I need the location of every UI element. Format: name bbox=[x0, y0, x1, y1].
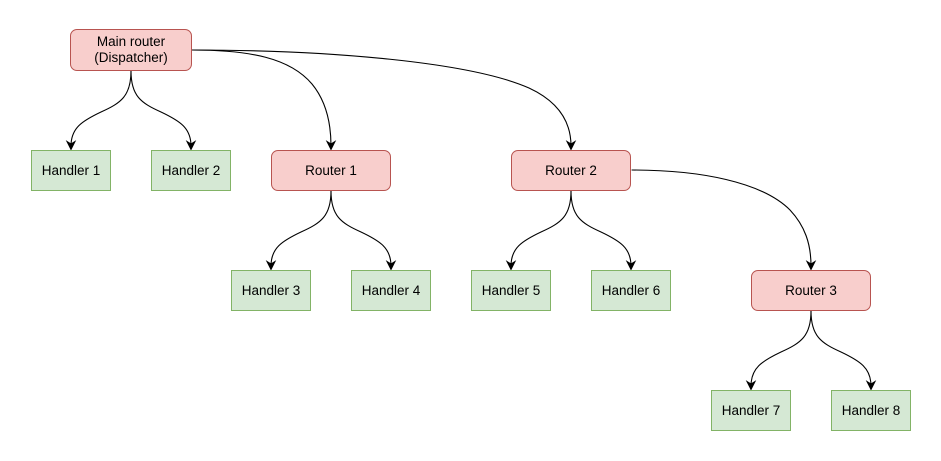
edges-group bbox=[65, 49, 877, 391]
node-handler-7[interactable]: Handler 7 bbox=[711, 390, 791, 431]
edge-router-2-to-handler-5-arrowhead-icon bbox=[505, 260, 517, 271]
edge-router-3-to-handler-8-arrowhead-icon bbox=[865, 380, 877, 391]
node-handler-8-label: Handler 8 bbox=[841, 402, 901, 418]
node-router-2-label: Router 2 bbox=[545, 162, 597, 178]
node-handler-6[interactable]: Handler 6 bbox=[591, 270, 671, 311]
edge-main-to-router-2-arrowhead-icon bbox=[565, 140, 577, 151]
edge-main-to-handler-2-path bbox=[130, 70, 192, 147]
edge-main-to-handler-2-arrowhead-icon bbox=[185, 140, 197, 151]
node-handler-2[interactable]: Handler 2 bbox=[151, 150, 231, 191]
edge-main-to-router-2 bbox=[191, 49, 577, 151]
edge-main-to-handler-1-path bbox=[70, 70, 132, 147]
edge-main-to-router-1-arrowhead-icon bbox=[325, 140, 337, 151]
edge-main-to-handler-1 bbox=[65, 70, 132, 151]
node-handler-6-label: Handler 6 bbox=[601, 282, 661, 298]
edge-router-2-to-handler-5 bbox=[505, 190, 572, 271]
node-main-router[interactable]: Main router (Dispatcher) bbox=[70, 29, 192, 71]
edge-router-2-to-handler-5-path bbox=[510, 190, 572, 267]
edge-router-1-to-handler-3-path bbox=[270, 190, 332, 267]
node-handler-4-label: Handler 4 bbox=[361, 282, 421, 298]
edge-main-to-router-2-path bbox=[191, 49, 572, 147]
edge-router-2-to-handler-6-arrowhead-icon bbox=[625, 260, 637, 271]
edge-router-2-to-handler-6 bbox=[570, 190, 637, 271]
node-router-2[interactable]: Router 2 bbox=[511, 150, 631, 191]
edge-router-1-to-handler-3-arrowhead-icon bbox=[265, 260, 277, 271]
node-main-router-label: Main router (Dispatcher) bbox=[94, 34, 168, 65]
node-router-3-label: Router 3 bbox=[785, 282, 837, 298]
edge-router-1-to-handler-3 bbox=[265, 190, 332, 271]
edge-router-1-to-handler-4 bbox=[330, 190, 397, 271]
edge-router-3-to-handler-7-path bbox=[750, 310, 812, 387]
node-router-3[interactable]: Router 3 bbox=[751, 270, 871, 311]
edge-router-1-to-handler-4-path bbox=[330, 190, 392, 267]
node-handler-2-label: Handler 2 bbox=[161, 162, 221, 178]
edge-router-3-to-handler-8-path bbox=[810, 310, 872, 387]
node-handler-1-label: Handler 1 bbox=[41, 162, 101, 178]
edge-router-2-to-handler-6-path bbox=[570, 190, 632, 267]
node-handler-5-label: Handler 5 bbox=[481, 282, 541, 298]
node-handler-7-label: Handler 7 bbox=[721, 402, 781, 418]
node-handler-1[interactable]: Handler 1 bbox=[31, 150, 111, 191]
node-handler-8[interactable]: Handler 8 bbox=[831, 390, 911, 431]
edge-router-2-to-router-3-path bbox=[631, 169, 812, 267]
edge-main-to-router-1 bbox=[191, 49, 337, 151]
node-router-1-label: Router 1 bbox=[305, 162, 357, 178]
edge-main-to-handler-2 bbox=[130, 70, 197, 151]
node-router-1[interactable]: Router 1 bbox=[271, 150, 391, 191]
edge-router-1-to-handler-4-arrowhead-icon bbox=[385, 260, 397, 271]
edge-main-to-router-1-path bbox=[191, 49, 332, 147]
edge-router-3-to-handler-8 bbox=[810, 310, 877, 391]
edge-router-3-to-handler-7 bbox=[745, 310, 812, 391]
edge-router-2-to-router-3 bbox=[631, 169, 817, 271]
edge-router-3-to-handler-7-arrowhead-icon bbox=[745, 380, 757, 391]
edge-main-to-handler-1-arrowhead-icon bbox=[65, 140, 77, 151]
edge-router-2-to-router-3-arrowhead-icon bbox=[805, 260, 817, 271]
node-handler-3[interactable]: Handler 3 bbox=[231, 270, 311, 311]
node-handler-4[interactable]: Handler 4 bbox=[351, 270, 431, 311]
node-handler-3-label: Handler 3 bbox=[241, 282, 301, 298]
node-handler-5[interactable]: Handler 5 bbox=[471, 270, 551, 311]
